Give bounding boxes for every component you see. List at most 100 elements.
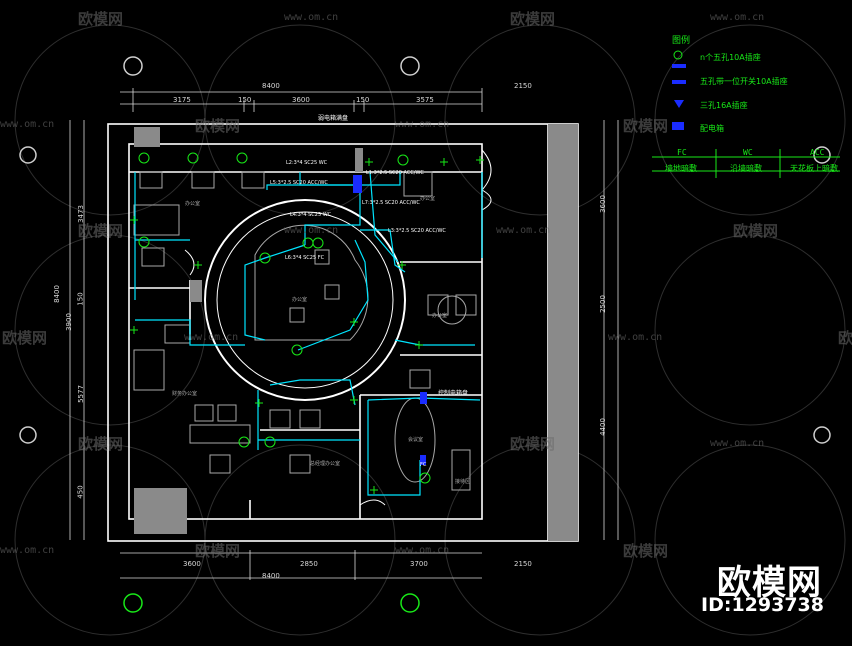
legend-item: 三孔16A插座 — [700, 101, 748, 110]
legend-blue-symbols — [672, 64, 686, 130]
watermark-logo: 欧模网 — [78, 10, 124, 28]
circuit-label: L6:3*4 SC25 FC — [285, 255, 325, 261]
dimension-lines — [69, 88, 619, 580]
watermark-logo: 欧模网 — [510, 10, 556, 28]
distribution-box — [420, 392, 427, 404]
room-label: 办公室 — [292, 297, 308, 303]
watermark-url: www.om.cn — [284, 12, 339, 23]
axis-bubble — [400, 593, 420, 613]
socket — [187, 152, 199, 164]
legend-code: ACC — [810, 148, 825, 157]
axis-bubble — [400, 56, 420, 76]
legend-title: 图例 — [672, 36, 691, 46]
axis-bubble — [19, 146, 37, 164]
socket-symbols — [130, 152, 484, 494]
dim-text: 2500 — [598, 295, 607, 313]
socket — [312, 237, 324, 249]
watermark-url: www.om.cn — [710, 438, 765, 449]
room-label: 接待区 — [455, 479, 471, 485]
watermark-url: www.om.cn — [284, 225, 339, 236]
panel-label: 控制电箱盘 — [438, 390, 469, 397]
legend-desc: 沿墙暗敷 — [730, 164, 762, 173]
structural-columns — [134, 124, 578, 541]
dim-text: 5577 — [76, 385, 85, 403]
brand-logo-text: 欧模网 — [717, 563, 822, 603]
dim-text: 3600 — [292, 96, 310, 104]
socket — [397, 154, 409, 166]
dim-text: 3900 — [64, 313, 73, 331]
watermark-url: www.om.cn — [496, 225, 551, 236]
circuit-label: L5:3*2.5 SC20 ACC/WC — [270, 180, 328, 186]
legend-code: WC — [743, 148, 753, 157]
room-label: 会议室 — [408, 437, 424, 443]
watermark-url: www.om.cn — [184, 332, 239, 343]
legend-item: 五孔带一位开关10A插座 — [700, 77, 788, 86]
dim-text: 2150 — [514, 82, 532, 90]
dim-text: 8400 — [262, 572, 280, 580]
dim-text: 150 — [356, 96, 370, 104]
legend-desc: 天花板上暗敷 — [790, 164, 838, 173]
circuit-label: L2:3*4 SC25 WC — [286, 160, 328, 166]
image-id-label: ID:1293738 — [701, 594, 824, 616]
legend-item: 配电箱 — [700, 124, 724, 133]
room-label: 财务办公室 — [172, 391, 198, 397]
watermark-logo: 欧模网 — [195, 117, 241, 135]
dim-text: 150 — [238, 96, 252, 104]
axis-bubbles — [19, 56, 831, 613]
socket — [236, 152, 248, 164]
watermark-logo: 欧模网 — [510, 435, 556, 453]
watermark-logo: 欧模网 — [623, 117, 669, 135]
socket — [138, 152, 150, 164]
circuit-label: L7:3*2.5 SC20 ACC/WC — [362, 200, 420, 206]
axis-bubble — [123, 593, 143, 613]
watermark-logo: 欧模网 — [78, 222, 124, 240]
circuit-label: FC — [420, 462, 427, 468]
legend-item: n个五孔10A插座 — [700, 53, 761, 62]
dim-text: 3600 — [183, 560, 201, 568]
axis-bubble — [19, 426, 37, 444]
distribution-box — [420, 455, 426, 465]
distribution-box — [353, 175, 362, 193]
distribution-panels — [353, 175, 427, 465]
watermark-logo: 欧模网 — [195, 542, 241, 560]
dim-text: 450 — [76, 485, 85, 499]
socket — [259, 252, 271, 264]
socket — [238, 436, 250, 448]
axis-bubble — [813, 426, 831, 444]
dim-text: 2150 — [514, 560, 532, 568]
socket — [264, 436, 276, 448]
watermark-logo: 欧模网 — [2, 329, 48, 347]
watermark-logo: 欧模网 — [733, 222, 779, 240]
socket — [291, 344, 303, 356]
watermark-url: www.om.cn — [0, 119, 55, 130]
doors — [184, 149, 492, 506]
dim-text: 3600 — [598, 195, 607, 213]
axis-bubble — [123, 56, 143, 76]
watermark-url: www.om.cn — [710, 12, 765, 23]
circular-office — [204, 199, 406, 401]
room-label: 总经理办公室 — [310, 461, 341, 467]
room-label: 办公室 — [185, 201, 201, 207]
watermark-url: www.om.cn — [395, 545, 450, 556]
circuit-label: L4:3*4 SC25 WC — [290, 212, 332, 218]
dim-text: 2850 — [300, 560, 318, 568]
dim-text: 150 — [76, 292, 85, 306]
furniture — [133, 171, 477, 491]
axis-bubble — [813, 146, 831, 164]
watermark-logo: 欧模网 — [838, 329, 852, 347]
legend-symbols — [652, 50, 840, 178]
watermark-logo: 欧模网 — [78, 435, 124, 453]
watermark-url: www.om.cn — [608, 332, 663, 343]
dim-text: 4400 — [598, 418, 607, 436]
dim-text: 3175 — [173, 96, 191, 104]
room-label: 办公室 — [420, 196, 436, 202]
dim-text: 8400 — [262, 82, 280, 90]
dim-text: 3575 — [416, 96, 434, 104]
dim-text: 3700 — [410, 560, 428, 568]
legend-desc: 墙地暗敷 — [665, 164, 697, 173]
watermark-url: www.om.cn — [395, 119, 450, 130]
watermark-logo: 欧模网 — [623, 542, 669, 560]
dim-text: 8400 — [52, 285, 61, 303]
background-circle-pattern — [14, 24, 846, 636]
